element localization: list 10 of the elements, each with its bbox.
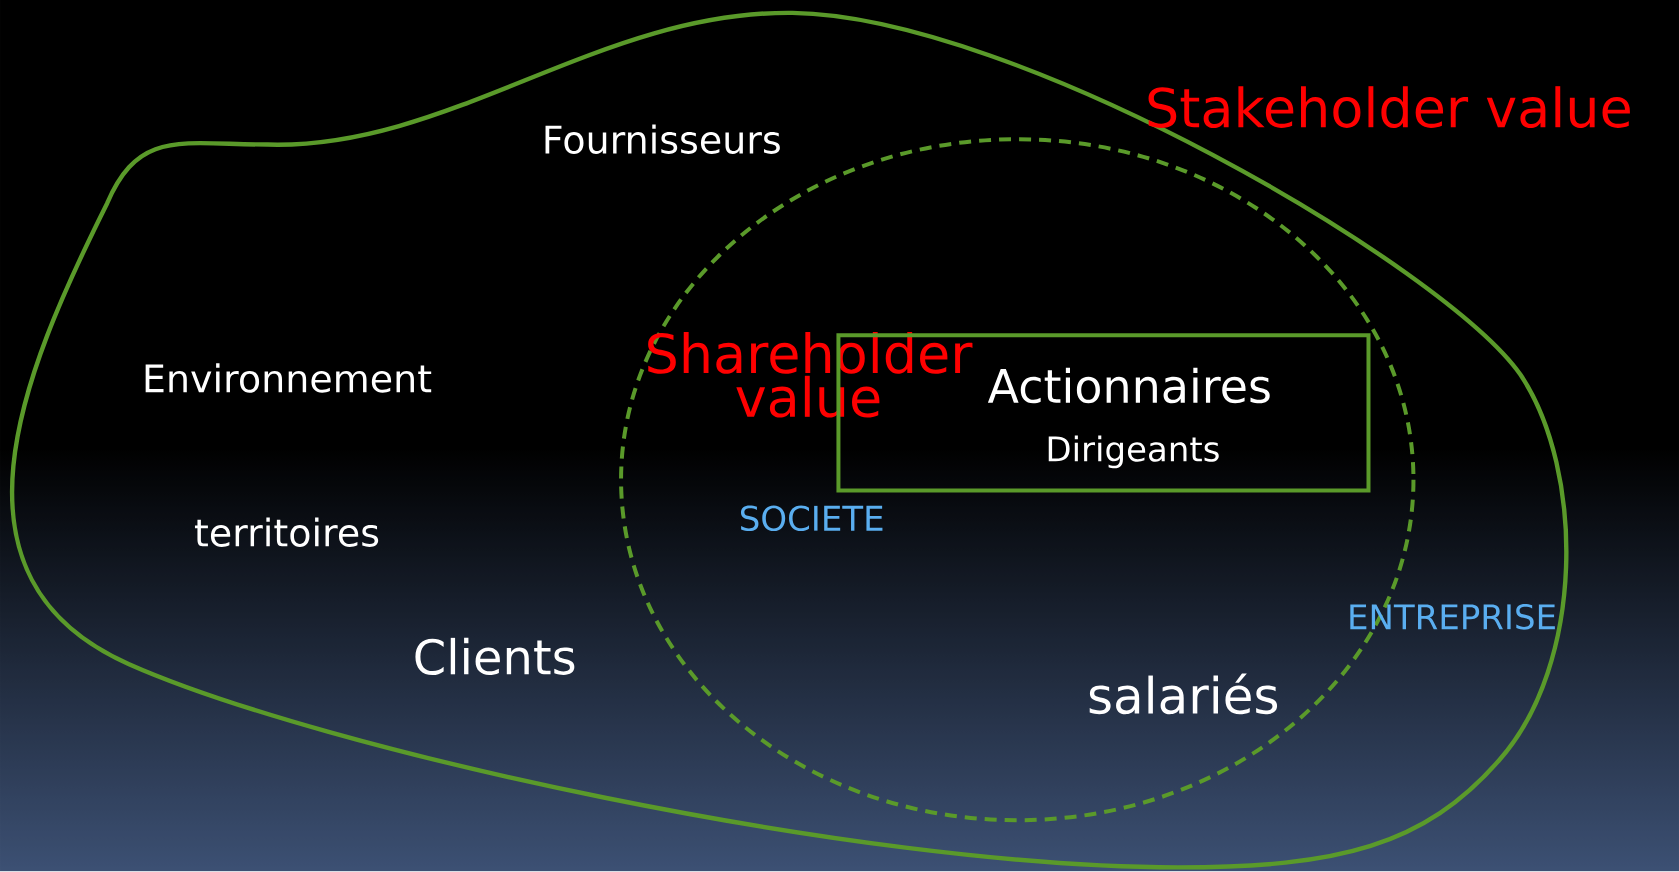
- label: Dirigeants: [1048, 435, 1219, 469]
- heading: Stakeholder value: [1148, 86, 1630, 129]
- label: Environnement: [145, 363, 432, 393]
- label: Actionnaires: [987, 367, 1270, 404]
- label: Clients: [415, 638, 575, 676]
- label: territoires: [194, 517, 379, 548]
- label: salariés: [1089, 673, 1278, 715]
- label: Fournisseurs: [545, 124, 780, 155]
- label: SOCIETE: [741, 505, 883, 532]
- label: ENTREPRISE: [1350, 604, 1555, 630]
